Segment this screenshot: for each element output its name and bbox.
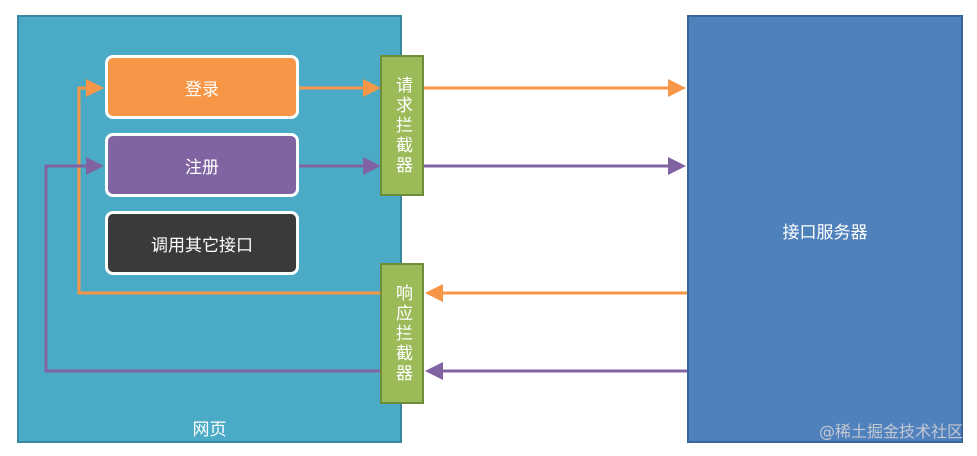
register-button-label: 注册 bbox=[185, 157, 219, 178]
watermark: @稀土掘金技术社区 bbox=[818, 422, 963, 441]
api-server-box bbox=[687, 15, 963, 443]
response-interceptor: 响应拦截器 bbox=[380, 263, 424, 404]
login-button-label: 登录 bbox=[185, 79, 219, 100]
request-interceptor: 请求拦截器 bbox=[380, 55, 424, 196]
register-button[interactable]: 注册 bbox=[105, 133, 299, 197]
login-button[interactable]: 登录 bbox=[105, 55, 299, 119]
api-server-label: 接口服务器 bbox=[782, 223, 868, 243]
webpage-label: 网页 bbox=[192, 420, 227, 440]
response-to-login-arrow bbox=[77, 79, 380, 295]
other-api-button[interactable]: 调用其它接口 bbox=[105, 211, 299, 275]
request-interceptor-label: 请求拦截器 bbox=[392, 75, 412, 176]
response-interceptor-label: 响应拦截器 bbox=[392, 283, 412, 384]
response-to-register-arrow bbox=[44, 157, 380, 373]
other-api-button-label: 调用其它接口 bbox=[151, 235, 253, 256]
